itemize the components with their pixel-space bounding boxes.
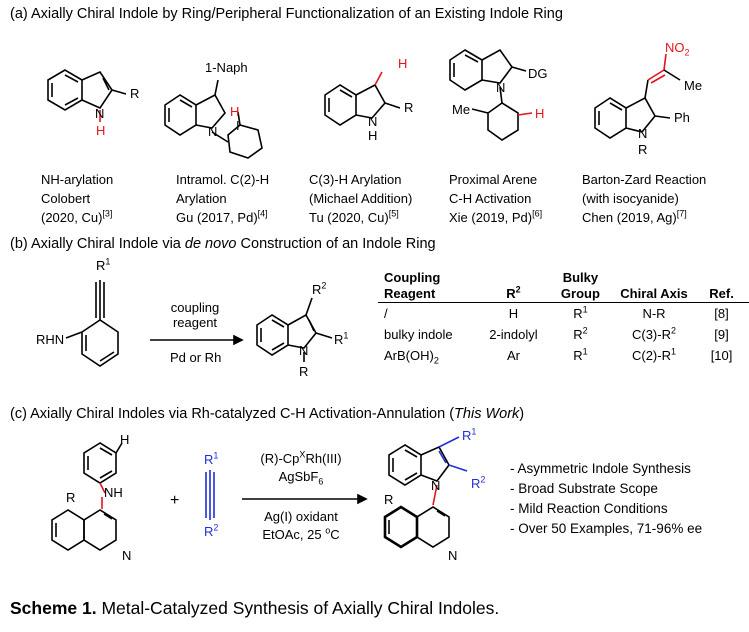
- b-prod-r-label: R: [299, 364, 309, 379]
- c-alkyne-r1-label: R1: [204, 450, 219, 467]
- table-cell: /: [384, 306, 388, 321]
- list-item: - Asymmetric Indole Synthesis: [510, 461, 691, 476]
- a5-caption: Barton-Zard Reaction (with isocyanide) C…: [582, 172, 707, 225]
- scheme-caption: Scheme 1. Metal-Catalyzed Synthesis of A…: [10, 598, 500, 618]
- a5-me-label: Me: [684, 78, 703, 93]
- a3-r-label: R: [404, 100, 414, 115]
- b-rhn-label: RHN: [36, 332, 65, 347]
- a1-h-label: H: [96, 123, 106, 138]
- a5-no2-label: NO2: [665, 40, 690, 58]
- a4-h-label: H: [535, 106, 545, 121]
- table-cell: [10]: [710, 348, 733, 363]
- table-header: Bulky Group: [560, 270, 600, 301]
- b-r1-label: R1: [96, 256, 111, 273]
- b-prod-r2-label: R2: [312, 280, 327, 297]
- table-row: / H R1 N-R [8]: [378, 303, 749, 325]
- list-item: - Broad Substrate Scope: [510, 481, 658, 496]
- table-cell: C(2)-R1: [631, 346, 676, 363]
- a4-n-label: N: [496, 80, 506, 95]
- table-header-row: Coupling Reagent R2 Bulky Group Chiral A…: [378, 270, 749, 303]
- table-cell: N-R: [642, 306, 666, 321]
- reference-table: Coupling Reagent R2 Bulky Group Chiral A…: [378, 270, 749, 366]
- structure-c-reactant: [51, 442, 123, 551]
- a2-h-label: H: [230, 104, 240, 119]
- b-prod-n-label: N: [299, 343, 309, 358]
- c-prod-r1-label: R1: [462, 426, 477, 443]
- table-cell: R1: [573, 346, 588, 363]
- table-cell: [8]: [714, 306, 729, 321]
- table-cell: C(3)-R2: [631, 325, 676, 342]
- structure-a5: [594, 53, 681, 139]
- table-header: R2: [506, 284, 521, 301]
- table-header: Ref.: [709, 286, 734, 301]
- c-n-label: N: [122, 548, 132, 563]
- table-cell: bulky indole: [384, 327, 453, 342]
- a4-caption: Proximal Arene C-H Activation Xie (2019,…: [449, 172, 543, 225]
- a5-ph-label: Ph: [674, 110, 690, 125]
- table-cell: R1: [573, 304, 588, 321]
- table-cell: H: [508, 306, 519, 321]
- structure-a1: [47, 69, 127, 122]
- structure-c-product: [383, 436, 468, 549]
- table-header: Chiral Axis: [620, 286, 688, 301]
- c-conditions-above: (R)-CpXRh(III) AgSbF6: [260, 449, 342, 487]
- a3-h-label: H: [398, 56, 408, 71]
- a4-dg-label: DG: [528, 66, 548, 81]
- b-arrow-above: coupling reagent: [170, 300, 220, 330]
- c-conditions-below: Ag(I) oxidant EtOAc, 25 oC: [262, 509, 340, 542]
- table-row: ArB(OH)2 Ar R1 C(2)-R1 [10]: [378, 345, 749, 366]
- c-alkyne-r2-label: R2: [204, 522, 219, 539]
- a3-nh-label: H: [368, 128, 378, 143]
- plus-sign: +: [170, 492, 180, 509]
- b-arrow: [150, 334, 244, 346]
- a2-naph-label: 1-Naph: [205, 60, 248, 75]
- structure-b-reactant: [65, 280, 119, 367]
- b-arrow-below: Pd or Rh: [170, 350, 222, 365]
- c-nh-label: NH: [104, 485, 123, 500]
- structure-a3: [324, 71, 401, 126]
- a1-n-label: N: [95, 106, 105, 121]
- table-header: Coupling Reagent: [384, 270, 441, 301]
- structure-a2: [164, 79, 263, 159]
- table-cell: 2-indolyl: [489, 327, 538, 342]
- c-prod-r-label: R: [384, 492, 394, 507]
- a3-n-label: N: [368, 114, 378, 129]
- structure-b-product: [256, 297, 333, 362]
- b-prod-r1-label: R1: [334, 330, 349, 347]
- feature-list: - Asymmetric Indole Synthesis - Broad Su…: [510, 459, 702, 539]
- list-item: - Mild Reaction Conditions: [510, 501, 668, 516]
- table-cell: R2: [573, 325, 588, 342]
- a4-me-label: Me: [452, 102, 471, 117]
- section-a-title: (a) Axially Chiral Indole by Ring/Periph…: [10, 6, 563, 22]
- structure-a4: [449, 48, 533, 141]
- section-c-title: (c) Axially Chiral Indoles via Rh-cataly…: [10, 406, 525, 422]
- a3-caption: C(3)-H Arylation (Michael Addition) Tu (…: [309, 172, 413, 225]
- list-item: - Over 50 Examples, 71-96% ee: [510, 521, 703, 536]
- table-row: bulky indole 2-indolyl R2 C(3)-R2 [9]: [378, 324, 749, 345]
- table-cell: ArB(OH)2: [384, 348, 439, 366]
- structure-c-alkyne: [205, 470, 215, 520]
- a5-r-label: R: [638, 142, 648, 157]
- c-arrow: [242, 493, 368, 505]
- c-prod-n-label: N: [431, 478, 441, 493]
- c-r-label: R: [66, 490, 76, 505]
- a1-r-label: R: [130, 86, 140, 101]
- a1-caption: NH-arylation Colobert (2020, Cu)[3]: [41, 172, 114, 225]
- c-prod-n2-label: N: [448, 548, 458, 563]
- a2-i-label: I: [236, 118, 240, 133]
- table-cell: [9]: [714, 327, 729, 342]
- a2-n-label: N: [208, 124, 218, 139]
- section-b-title: (b) Axially Chiral Indole via de novo Co…: [10, 236, 436, 252]
- c-prod-r2-label: R2: [471, 474, 486, 491]
- c-h-label: H: [120, 432, 130, 447]
- table-cell: Ar: [506, 348, 520, 363]
- a5-n-label: N: [638, 126, 648, 141]
- a2-caption: Intramol. C(2)-H Arylation Gu (2017, Pd)…: [176, 172, 270, 225]
